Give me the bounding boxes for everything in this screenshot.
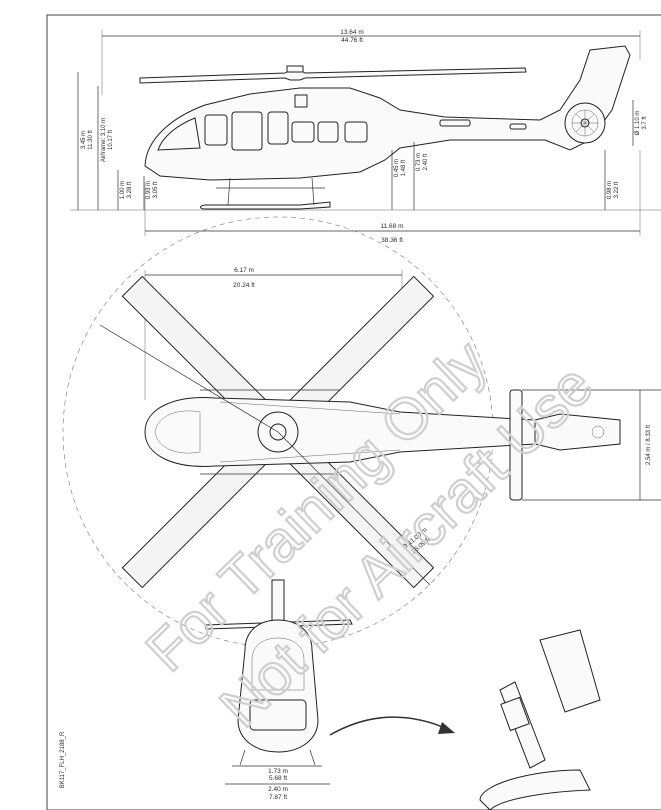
overall-height-ft-label: 11.30 ft	[88, 130, 94, 150]
detail-arrow	[329, 716, 451, 736]
front-view: 1.73 m 5.68 ft 2.40 m 7.87 ft	[204, 579, 353, 801]
skid-height-ft-label: 3.28 ft	[127, 181, 133, 198]
airframe-height-label: Airframe: 3.10 m	[101, 118, 107, 162]
door-sill-m-label: 0.45 m	[394, 159, 400, 177]
overall-height-m-label: 3.45 m	[81, 131, 87, 149]
fuselage-outline	[144, 45, 631, 181]
max-width-m-label: 2.40 m	[268, 786, 288, 793]
skid-width-m-label: 1.73 m	[268, 768, 288, 775]
detail-view	[479, 629, 601, 810]
figure-code: BK117_FLH_2188_R	[60, 731, 66, 788]
fuselage-length-m-label: 11.68 m	[380, 223, 403, 230]
skid-height-m-label: 1.00 m	[120, 181, 126, 199]
tail-skid-m-label: 0.98 m	[607, 181, 613, 199]
belly-clearance-ft-label: 3.05 ft	[153, 181, 159, 198]
stabilizer-span-label: 2.54 m / 8.33 ft	[646, 425, 652, 465]
rotor-offset-m-label: 6.17 m	[234, 267, 254, 274]
door-sill-ft-label: 1.48 ft	[401, 159, 407, 176]
airframe-height-ft-label: 10.17 ft	[108, 130, 114, 150]
fenestron-m-label: Ø 1.10 m	[635, 111, 641, 136]
max-width-ft-label: 7.87 ft	[269, 794, 287, 801]
rotor-offset-ft-label: 20.24 ft	[233, 282, 255, 289]
sheet-border	[46, 14, 661, 810]
top-view: 6.17 m 20.24 ft 2.54 m / 8.33 ft	[62, 216, 661, 648]
side-view: 13.64 m 44.76 ft 3.45 m 11.30	[70, 29, 661, 244]
overall-length-ft-label: 44.76 ft	[341, 37, 363, 44]
step-ft-label: 2.40 ft	[423, 153, 429, 170]
belly-clearance-m-label: 0.93 m	[146, 181, 152, 199]
skid-width-ft-label: 5.68 ft	[269, 775, 287, 782]
fuselage-length-ft-label: 38.36 ft	[381, 237, 403, 244]
tail-skid-ft-label: 3.22 ft	[614, 181, 620, 198]
fenestron-ft-label: 3.7 ft	[642, 116, 648, 130]
step-m-label: 0.73 m	[416, 153, 422, 171]
overall-length-m-label: 13.64 m	[340, 29, 364, 36]
